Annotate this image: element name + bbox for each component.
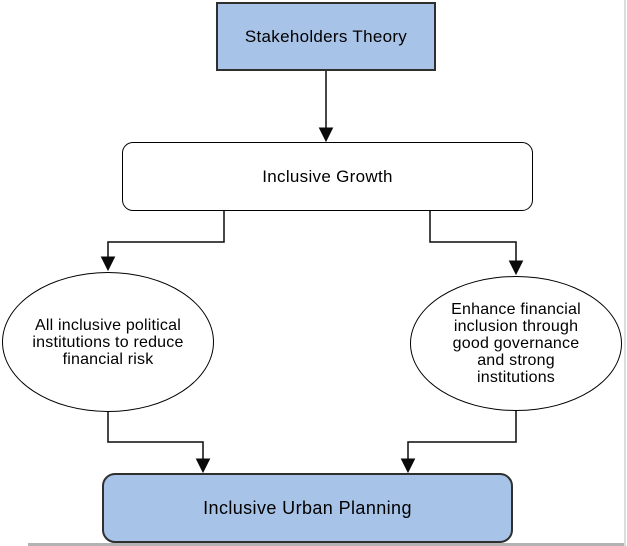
edge-political-institutions-to-urban-planning [107, 412, 211, 474]
page-right-edge-line [624, 0, 626, 546]
edge-growth-to-political-institutions [100, 211, 225, 272]
node-political-institutions-ellipse: All inclusive political institutions to … [2, 272, 214, 412]
page-bottom-edge-strip [28, 543, 624, 546]
node-inclusive-urban-planning-label: Inclusive Urban Planning [203, 497, 412, 518]
node-political-institutions-label: All inclusive political institutions to … [32, 316, 184, 368]
node-stakeholders-theory-label: Stakeholders Theory [244, 26, 408, 46]
edge-financial-inclusion-to-urban-planning [400, 411, 517, 474]
node-financial-inclusion-ellipse: Enhance financial inclusion through good… [410, 276, 622, 411]
edge-growth-to-financial-inclusion [429, 211, 524, 276]
node-inclusive-growth-label: Inclusive Growth [262, 166, 393, 186]
node-inclusive-urban-planning: Inclusive Urban Planning [102, 473, 513, 543]
node-inclusive-growth: Inclusive Growth [122, 142, 533, 211]
edge-stakeholders-to-growth [318, 71, 334, 143]
node-financial-inclusion-label: Enhance financial inclusion through good… [451, 301, 581, 386]
node-stakeholders-theory: Stakeholders Theory [216, 2, 436, 71]
